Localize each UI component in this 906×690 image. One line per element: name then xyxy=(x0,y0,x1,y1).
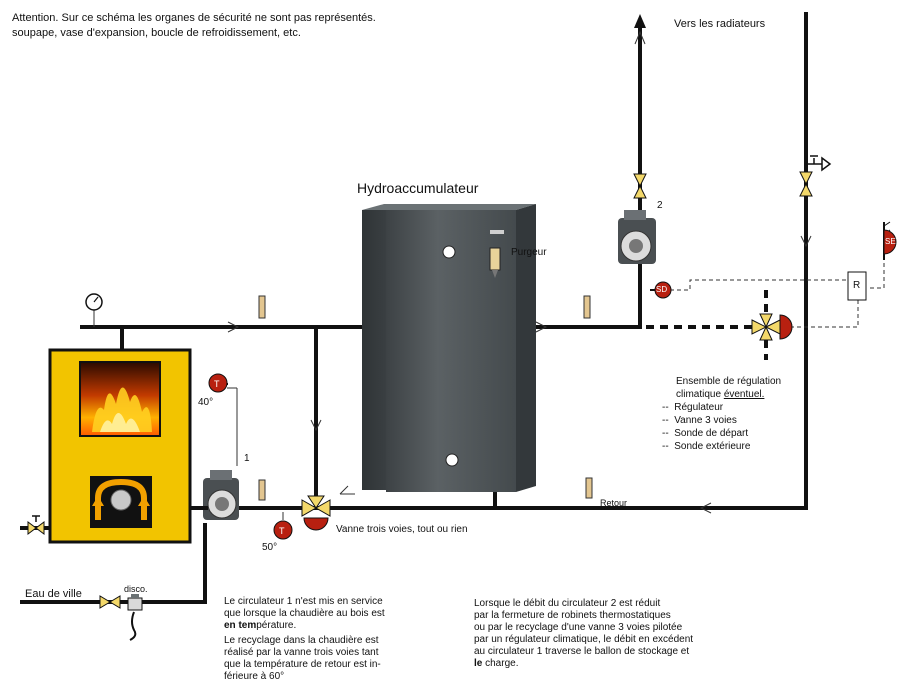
pump-1-label: 1 xyxy=(244,453,250,464)
regulator-label: R xyxy=(853,280,861,291)
return-label: Retour xyxy=(600,498,628,508)
explanation-left-line: Le recyclage dans la chaudière est xyxy=(224,635,379,646)
sd-supply-sensor-icon xyxy=(650,281,672,299)
disconnector-icon xyxy=(127,594,143,641)
three-way-valve-icon xyxy=(301,495,331,531)
regulation-title-1: Ensemble de régulation xyxy=(676,376,782,387)
city-water-pipe xyxy=(20,523,207,604)
safety-note-line-2: soupape, vase d'expansion, boucle de ref… xyxy=(12,27,301,39)
explanation-right-line: ou par le recyclage d'une vanne 3 voies … xyxy=(474,622,683,633)
circulator-1-icon xyxy=(203,470,239,520)
explanation-left-line: que la température de retour est in- xyxy=(224,659,381,670)
explanation-left-line: férieure à 60° xyxy=(224,671,285,682)
explanation-left-line: Le circulateur 1 n'est mis en service xyxy=(224,596,383,607)
svg-text:T: T xyxy=(214,379,220,389)
se-outdoor-sensor-icon xyxy=(883,221,897,260)
regulator-box-icon xyxy=(847,271,867,301)
circulator-2-icon xyxy=(618,210,656,264)
isolation-valves xyxy=(27,171,813,609)
regulation-title-2: climatique éventuel. xyxy=(676,389,765,400)
regulation-item: -- Sonde de départ xyxy=(662,428,749,439)
disconnector-label: disco. xyxy=(124,584,148,594)
explanation-right-line: par un régulateur climatique, le débit e… xyxy=(474,634,694,645)
mixing-bypass-dashed xyxy=(646,290,768,360)
temp-50-label: 50° xyxy=(262,542,278,553)
top-arrow-head xyxy=(634,14,646,28)
regulation-item: -- Vanne 3 voies xyxy=(662,415,737,426)
explanation-left-line: réalisé par la vanne trois voies tant xyxy=(224,647,379,658)
sd-label: SD xyxy=(656,285,668,294)
purge-label: Purgeur xyxy=(511,247,547,258)
se-label: SE xyxy=(885,237,896,246)
pressure-gauge-icon xyxy=(85,293,103,311)
explanation-right-line: par la fermeture de robinets thermostati… xyxy=(474,610,671,621)
explanation-left-line: en température. xyxy=(224,620,297,631)
temp-40-label: 40° xyxy=(198,397,214,408)
explanation-right-line: au circulateur 1 traverse le ballon de s… xyxy=(474,646,690,657)
drain-tap-icon xyxy=(32,515,40,522)
purge-valve-icon xyxy=(489,247,501,278)
explanation-right-line: Lorsque le débit du circulateur 2 est ré… xyxy=(474,598,661,609)
temperature-sensor-40-icon: T xyxy=(208,373,228,393)
three-way-valve-label: Vanne trois voies, tout ou rien xyxy=(336,524,468,535)
radiators-label: Vers les radiateurs xyxy=(674,18,766,30)
mixing-valve-icon xyxy=(751,313,793,341)
regulation-item: -- Sonde extérieure xyxy=(662,441,751,452)
flow-arrows xyxy=(227,30,812,514)
radiator-return-air-vent-icon xyxy=(806,155,832,172)
hydroaccumulator-tank xyxy=(362,204,536,492)
temperature-sensor-50-icon: T xyxy=(273,520,293,540)
control-wiring xyxy=(670,250,885,328)
pipe-thermometers xyxy=(258,295,593,501)
regulation-item: -- Régulateur xyxy=(662,402,724,413)
thin-lines xyxy=(93,309,355,520)
safety-note-line-1: Attention. Sur ce schéma les organes de … xyxy=(12,12,376,24)
explanation-left-line: que lorsque la chaudière au bois est xyxy=(224,608,385,619)
wood-boiler xyxy=(48,348,192,544)
svg-text:T: T xyxy=(279,526,285,536)
city-water-label: Eau de ville xyxy=(25,588,82,600)
explanation-right-line: le charge. xyxy=(474,658,519,669)
pump-2-label: 2 xyxy=(657,200,663,211)
tank-title: Hydroaccumulateur xyxy=(357,180,479,196)
